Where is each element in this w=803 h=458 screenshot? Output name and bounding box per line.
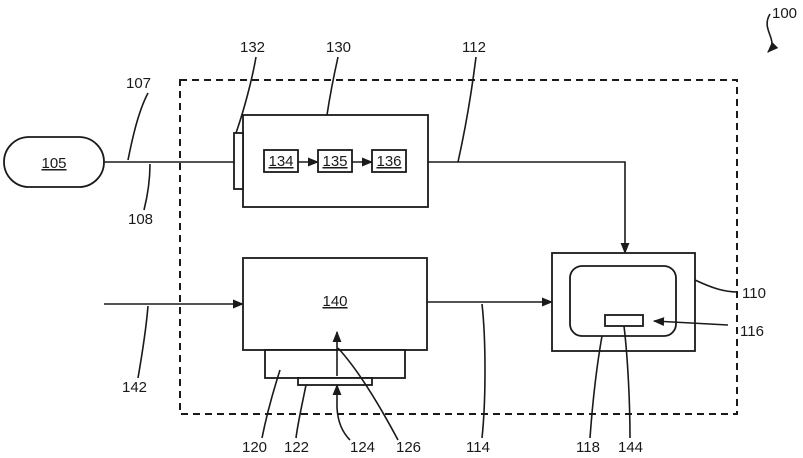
base-120 [264,349,406,379]
leader-100 [766,13,779,53]
inner-region-118 [569,265,677,337]
interface-132 [233,132,244,190]
ref-label-110: 110 [742,285,766,302]
sub-block-134 [263,149,299,173]
ref-label-135: 135 [322,153,347,170]
ref-label-108: 108 [128,211,153,228]
ref-label-144: 144 [618,439,643,456]
ref-label-132: 132 [240,39,265,56]
ref-label-142: 142 [122,379,147,396]
leader-110 [694,279,739,293]
leader-118 [589,335,603,439]
ref-label-120: 120 [242,439,267,456]
leader-116 [652,317,729,327]
ref-label-116: 116 [740,323,764,340]
leader-132 [235,56,257,134]
leader-130 [326,56,339,116]
ref-label-112: 112 [462,39,486,56]
ref-label-134: 134 [268,153,293,170]
ref-label-118: 118 [576,439,600,456]
element-144 [604,314,644,327]
leader-107 [127,92,149,161]
ref-label-107: 107 [126,75,151,92]
system-boundary [179,79,738,415]
ref-label-105: 105 [41,155,66,172]
leader-126 [337,347,399,441]
leader-144 [623,325,631,439]
leader-142 [137,305,149,379]
leader-120 [261,369,281,439]
line-112 [428,161,630,255]
leader-122 [295,384,307,439]
ref-label-124: 124 [350,439,375,456]
leader-112 [457,56,477,163]
sub-block-136 [371,149,407,173]
leader-108 [143,163,151,211]
ref-label-114: 114 [466,439,490,456]
ref-label-126: 126 [396,439,421,456]
ref-label-130: 130 [326,39,351,56]
ref-label-136: 136 [376,153,401,170]
sub-block-135 [317,149,353,173]
ref-label-122: 122 [284,439,309,456]
plate-122 [297,377,373,386]
ref-label-140: 140 [322,293,347,310]
ref-label-100: 100 [772,5,797,22]
leader-124 [336,407,351,441]
leader-114 [481,303,486,439]
